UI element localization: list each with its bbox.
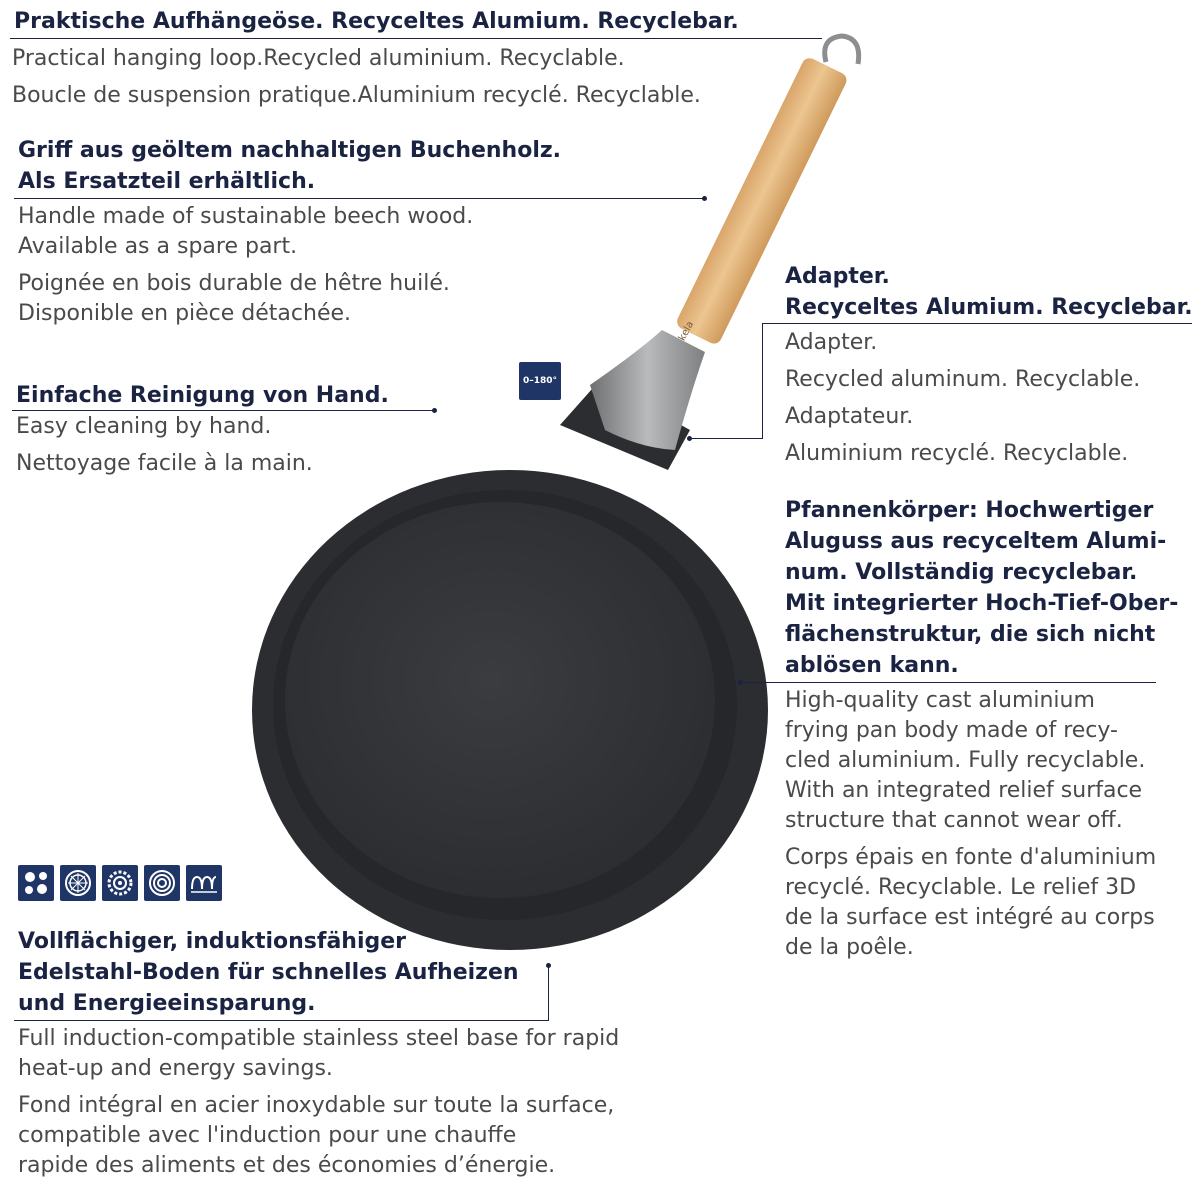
- adapter-leader-horizontal: [690, 438, 763, 439]
- adapter-fr2: Aluminium recyclé. Recyclable.: [785, 441, 1129, 466]
- handle-fr2: Disponible en pièce détachée.: [18, 301, 352, 326]
- hanging-leader-line: [10, 38, 822, 39]
- body-de-2: num. Vollständig recyclebar.: [785, 560, 1138, 585]
- base-en-1: heat-up and energy savings.: [18, 1056, 333, 1081]
- body-leader-dot: [738, 680, 743, 685]
- handle-leader-dot: [702, 196, 707, 201]
- hanging-fr: Boucle de suspension pratique.Aluminium …: [12, 83, 701, 108]
- body-en-3: With an integrated relief surface: [785, 778, 1143, 803]
- adapter-en1: Adapter.: [785, 330, 878, 355]
- handle-fr1: Poignée en bois durable de hêtre huilé.: [18, 271, 450, 296]
- body-de-3: Mit integrierter Hoch-Tief-Ober-: [785, 591, 1179, 616]
- handle-en2: Available as a spare part.: [18, 234, 298, 259]
- callout-base: Vollflächiger, induktionsfähiger Edelsta…: [18, 926, 519, 1019]
- base-leader-dot: [546, 963, 551, 968]
- cleaning-leader-line: [12, 410, 434, 411]
- hanging-de: Praktische Aufhängeöse. Recyceltes Alumi…: [14, 9, 739, 34]
- body-de-0: Pfannenkörper: Hochwertiger: [785, 498, 1154, 523]
- adapter-piece: [590, 330, 705, 450]
- adapter-leader-line: [762, 323, 1192, 324]
- adapter-fr1: Adaptateur.: [785, 404, 914, 429]
- base-en-0: Full induction-compatible stainless stee…: [18, 1026, 620, 1051]
- adapter-de2: Recyceltes Alumium. Recyclebar.: [785, 295, 1193, 320]
- cleaning-leader-dot: [432, 408, 437, 413]
- base-de-2: und Energieeinsparung.: [18, 991, 316, 1016]
- gas-hob-icon: [102, 865, 138, 901]
- adapter-en2: Recycled aluminum. Recyclable.: [785, 367, 1141, 392]
- handle-de1: Griff aus geöltem nachhaltigen Buchenhol…: [18, 138, 562, 163]
- handle-leader-line: [14, 198, 704, 199]
- body-fr-3: de la poêle.: [785, 935, 914, 960]
- body-en-2: cled aluminium. Fully recyclable.: [785, 748, 1146, 773]
- pan-surface: [285, 502, 715, 898]
- base-fr-2: rapide des aliments et des économies d’é…: [18, 1153, 556, 1178]
- body-leader-line: [740, 682, 1156, 683]
- callout-pan-body-text: High-quality cast aluminium frying pan b…: [785, 686, 1156, 963]
- ceramic-hob-icon: [60, 865, 96, 901]
- callout-pan-body: Pfannenkörper: Hochwertiger Aluguss aus …: [785, 495, 1178, 681]
- body-fr-0: Corps épais en fonte d'aluminium: [785, 845, 1157, 870]
- hanging-loop: [822, 33, 862, 65]
- handle-en1: Handle made of sustainable beech wood.: [18, 204, 474, 229]
- electric-hob-icon: [18, 865, 54, 901]
- base-fr-1: compatible avec l'induction pour une cha…: [18, 1123, 517, 1148]
- callout-cleaning: Einfache Reinigung von Hand.: [16, 380, 389, 411]
- callout-handle-text: Handle made of sustainable beech wood. A…: [18, 202, 473, 329]
- body-de-4: flächenstruktur, die sich nicht: [785, 622, 1156, 647]
- cleaning-en: Easy cleaning by hand.: [16, 414, 272, 439]
- callout-adapter: Adapter. Recyceltes Alumium. Recyclebar.: [785, 261, 1193, 323]
- induction-hob-icon: [186, 865, 222, 901]
- base-de-1: Edelstahl-Boden für schnelles Aufheizen: [18, 960, 519, 985]
- cleaning-de: Einfache Reinigung von Hand.: [16, 383, 389, 408]
- body-en-4: structure that cannot wear off.: [785, 808, 1123, 833]
- base-leader-vertical: [548, 965, 549, 1021]
- callout-handle: Griff aus geöltem nachhaltigen Buchenhol…: [18, 135, 561, 197]
- body-en-1: frying pan body made of recy-: [785, 718, 1118, 743]
- body-fr-1: recyclé. Recyclable. Le relief 3D: [785, 875, 1137, 900]
- callout-base-text: Full induction-compatible stainless stee…: [18, 1024, 619, 1181]
- hanging-en: Practical hanging loop.Recycled aluminiu…: [12, 46, 625, 71]
- halogen-hob-icon: [144, 865, 180, 901]
- base-leader-line: [14, 1020, 549, 1021]
- body-en-0: High-quality cast aluminium: [785, 688, 1095, 713]
- base-fr-0: Fond intégral en acier inoxydable sur to…: [18, 1093, 615, 1118]
- adapter-leader-vertical: [762, 323, 763, 439]
- base-de-0: Vollflächiger, induktionsfähiger: [18, 929, 407, 954]
- handle-de2: Als Ersatzteil erhältlich.: [18, 169, 316, 194]
- adapter-de1: Adapter.: [785, 264, 890, 289]
- oven-temperature-badge: 0–180°: [519, 362, 561, 400]
- callout-hanging-text: Practical hanging loop.Recycled aluminiu…: [12, 44, 701, 111]
- body-fr-2: de la surface est intégré au corps: [785, 905, 1155, 930]
- body-de-5: ablösen kann.: [785, 653, 959, 678]
- cleaning-fr: Nettoyage facile à la main.: [16, 451, 313, 476]
- callout-hanging-loop: Praktische Aufhängeöse. Recyceltes Alumi…: [14, 6, 739, 37]
- callout-adapter-text: Adapter. Recycled aluminum. Recyclable. …: [785, 328, 1140, 469]
- body-de-1: Aluguss aus recyceltem Alumi-: [785, 529, 1167, 554]
- callout-cleaning-text: Easy cleaning by hand. Nettoyage facile …: [16, 412, 313, 479]
- wooden-handle: [677, 58, 847, 344]
- adapter-leader-dot: [687, 436, 692, 441]
